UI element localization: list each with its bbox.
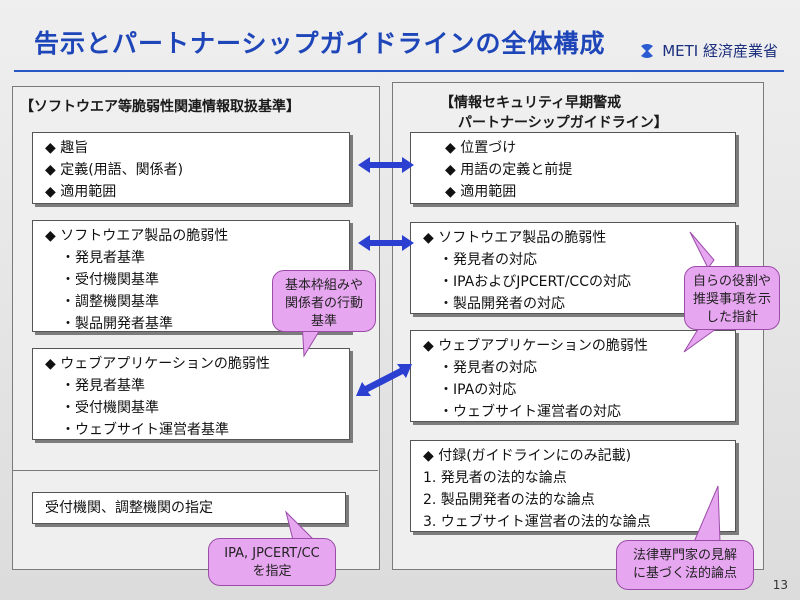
- callout-designation-line: を指定: [252, 564, 292, 579]
- callout-roles-line: した指針: [705, 310, 758, 325]
- callout-legal: 法律専門家の見解 に基づく法的論点: [616, 540, 754, 590]
- left-box2-heading: ◆ ソフトウエア製品の脆弱性: [45, 228, 229, 244]
- title-underline: [14, 70, 784, 72]
- left-box1-item: ◆ 定義(用語、関係者): [45, 162, 184, 178]
- callout-designation: IPA, JPCERT/CC を指定: [208, 538, 336, 586]
- left-panel-divider: [12, 470, 378, 471]
- right-box-appendix: ◆ 付録(ガイドラインにのみ記載) 1. 発見者の法的な論点 2. 製品開発者の…: [410, 440, 736, 532]
- callout-roles-line: 推奨事項を示: [692, 292, 771, 307]
- right-box-overview: ◆ 位置づけ ◆ 用語の定義と前提 ◆ 適用範囲: [410, 132, 736, 204]
- logo-text: METI 経済産業省: [662, 42, 778, 60]
- right-box4-heading: ◆ 付録(ガイドラインにのみ記載): [423, 448, 632, 464]
- left-box1-item: ◆ 適用範囲: [45, 184, 117, 200]
- right-box1-item: ◆ 用語の定義と前提: [445, 162, 573, 178]
- left-box2-item: ・調整機関基準: [61, 294, 159, 310]
- right-box2-item: ・IPAおよびJPCERT/CCの対応: [439, 274, 631, 290]
- left-box2-item: ・発見者基準: [61, 250, 145, 266]
- right-box2-item: ・製品開発者の対応: [439, 296, 565, 312]
- left-box3-item: ・発見者基準: [61, 378, 145, 394]
- left-box1-item: ◆ 趣旨: [45, 140, 89, 156]
- right-box4-item: 2. 製品開発者の法的な論点: [423, 492, 595, 508]
- left-box-webapp: ◆ ウェブアプリケーションの脆弱性 ・発見者基準 ・受付機関基準 ・ウェブサイト…: [32, 348, 350, 440]
- double-arrow-icon: [356, 364, 412, 396]
- callout-framework-line: 基準: [310, 314, 337, 329]
- left-box3-item: ・受付機関基準: [61, 400, 159, 416]
- right-box1-item: ◆ 適用範囲: [445, 184, 517, 200]
- right-box1-item: ◆ 位置づけ: [445, 140, 517, 156]
- left-box4-text: 受付機関、調整機関の指定: [45, 500, 213, 516]
- right-box3-heading: ◆ ウェブアプリケーションの脆弱性: [423, 338, 648, 354]
- left-box-software: ◆ ソフトウエア製品の脆弱性 ・発見者基準 ・受付機関基準 ・調整機関基準 ・製…: [32, 220, 350, 332]
- page-number: 13: [772, 578, 788, 592]
- right-box3-item: ・発見者の対応: [439, 360, 537, 376]
- left-box2-item: ・受付機関基準: [61, 272, 159, 288]
- right-box4-item: 3. ウェブサイト運営者の法的な論点: [423, 514, 651, 530]
- right-box2-item: ・発見者の対応: [439, 252, 537, 268]
- left-box-designation: 受付機関、調整機関の指定: [32, 492, 346, 524]
- right-panel-title-line1: 【情報セキュリティ早期警戒: [440, 95, 622, 111]
- right-box3-item: ・IPAの対応: [439, 382, 517, 398]
- left-box-overview: ◆ 趣旨 ◆ 定義(用語、関係者) ◆ 適用範囲: [32, 132, 350, 204]
- page-title: 告示とパートナーシップガイドラインの全体構成: [34, 29, 606, 58]
- right-box3-item: ・ウェブサイト運営者の対応: [439, 404, 621, 420]
- meti-logo: METI 経済産業省: [638, 40, 778, 61]
- double-arrow-icon: [358, 235, 414, 251]
- callout-legal-line: に基づく法的論点: [632, 566, 737, 581]
- right-box-software: ◆ ソフトウエア製品の脆弱性 ・発見者の対応 ・IPAおよびJPCERT/CCの…: [410, 222, 736, 314]
- right-box2-heading: ◆ ソフトウエア製品の脆弱性: [423, 230, 607, 246]
- right-panel-title-line2: パートナーシップガイドライン】: [458, 115, 668, 131]
- callout-framework-line: 基本枠組みや: [284, 278, 363, 293]
- left-box3-item: ・ウェブサイト運営者基準: [61, 422, 229, 438]
- callout-framework: 基本枠組みや 関係者の行動 基準: [272, 270, 376, 332]
- callout-tail: [693, 485, 721, 543]
- left-box3-heading: ◆ ウェブアプリケーションの脆弱性: [45, 356, 270, 372]
- meti-logo-icon: [641, 43, 654, 58]
- callout-tail: [689, 231, 715, 269]
- callout-designation-line: IPA, JPCERT/CC: [224, 546, 320, 561]
- left-panel-title: 【ソフトウエア等脆弱性関連情報取扱基準】: [20, 99, 300, 115]
- callout-roles-line: 自らの役割や: [692, 274, 771, 289]
- right-box4-item: 1. 発見者の法的な論点: [423, 470, 567, 486]
- left-box2-item: ・製品開発者基準: [61, 316, 173, 332]
- double-arrow-icon: [358, 157, 414, 173]
- callout-framework-line: 関係者の行動: [284, 296, 363, 311]
- right-box-webapp: ◆ ウェブアプリケーションの脆弱性 ・発見者の対応 ・IPAの対応 ・ウェブサイ…: [410, 330, 736, 422]
- callout-legal-line: 法律専門家の見解: [632, 548, 737, 563]
- callout-roles: 自らの役割や 推奨事項を示 した指針: [684, 266, 780, 330]
